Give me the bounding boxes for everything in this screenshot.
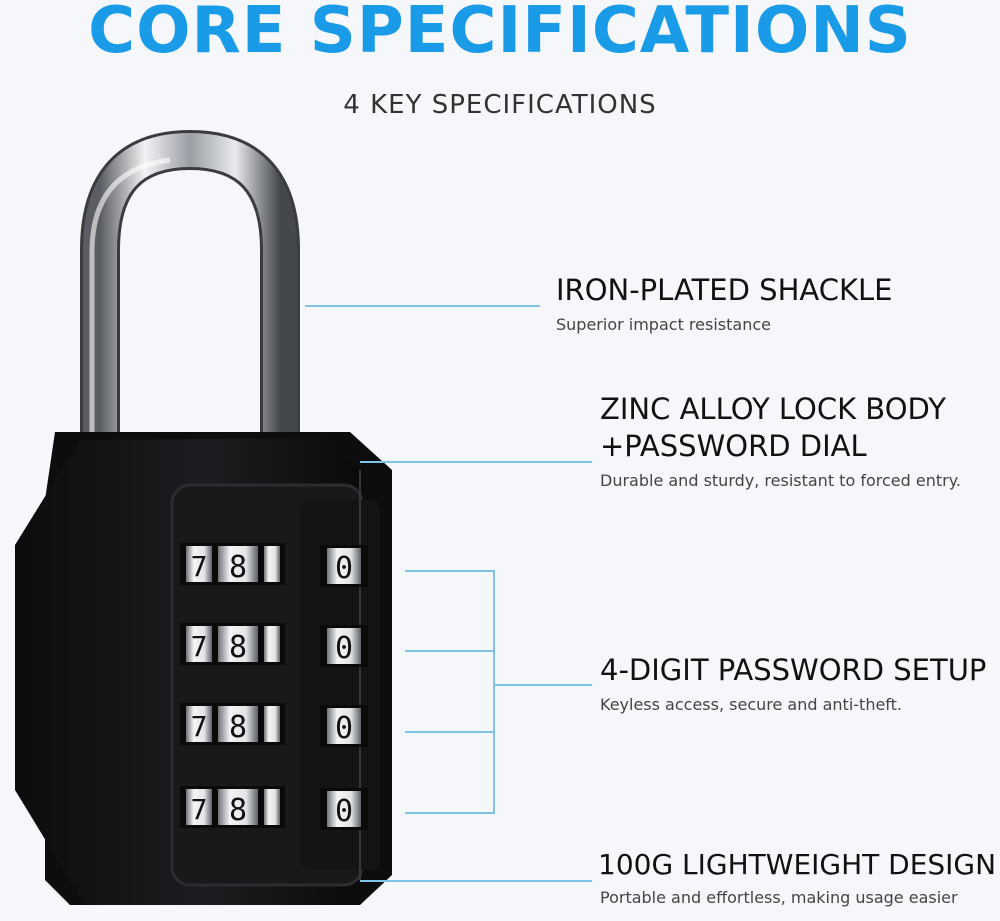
page-title: CORE SPECIFICATIONS <box>88 0 912 68</box>
svg-text:7: 7 <box>191 630 208 663</box>
svg-text:7: 7 <box>191 793 208 826</box>
svg-text:7: 7 <box>191 550 208 583</box>
padlock-illustration: 7 8 0 7 8 0 7 8 0 7 8 0 <box>15 129 392 905</box>
spec-shackle-heading: IRON-PLATED SHACKLE <box>556 273 893 307</box>
connector-weight <box>360 880 592 882</box>
svg-text:7: 7 <box>191 710 208 743</box>
svg-text:8: 8 <box>229 793 247 828</box>
svg-text:8: 8 <box>229 710 247 745</box>
connector-dials-out <box>493 684 592 686</box>
dial-row-4[interactable]: 7 8 0 <box>180 786 368 830</box>
spec-weight-heading: 100G LIGHTWEIGHT DESIGN <box>598 848 997 881</box>
dial-row-2[interactable]: 7 8 0 <box>180 623 368 667</box>
page-subtitle: 4 KEY SPECIFICATIONS <box>343 90 657 120</box>
connector-dial-1 <box>405 570 495 572</box>
spec-shackle-description: Superior impact resistance <box>556 315 771 334</box>
svg-text:0: 0 <box>335 711 353 746</box>
svg-text:0: 0 <box>335 794 353 829</box>
connector-dial-3 <box>405 731 495 733</box>
spec-body-heading-line1: ZINC ALLOY LOCK BODY <box>600 392 946 426</box>
svg-text:8: 8 <box>229 630 247 665</box>
spec-password-description: Keyless access, secure and anti-theft. <box>600 695 903 714</box>
svg-text:0: 0 <box>335 631 353 666</box>
dial-row-3[interactable]: 7 8 0 <box>180 703 368 747</box>
spec-password-heading: 4-DIGIT PASSWORD SETUP <box>600 653 987 687</box>
connector-shackle <box>305 305 540 307</box>
connector-dial-2 <box>405 650 495 652</box>
connector-body <box>360 461 592 463</box>
connector-dial-4 <box>405 812 495 814</box>
svg-text:8: 8 <box>229 550 247 585</box>
shackle <box>80 129 300 450</box>
svg-text:0: 0 <box>335 551 353 586</box>
spec-body-description: Durable and sturdy, resistant to forced … <box>600 471 961 490</box>
spec-weight-description: Portable and effortless, making usage ea… <box>600 888 958 907</box>
spec-body-heading-line2: +PASSWORD DIAL <box>600 429 867 463</box>
connector-dials-bracket <box>493 570 495 813</box>
dial-row-1[interactable]: 7 8 0 <box>180 543 368 587</box>
